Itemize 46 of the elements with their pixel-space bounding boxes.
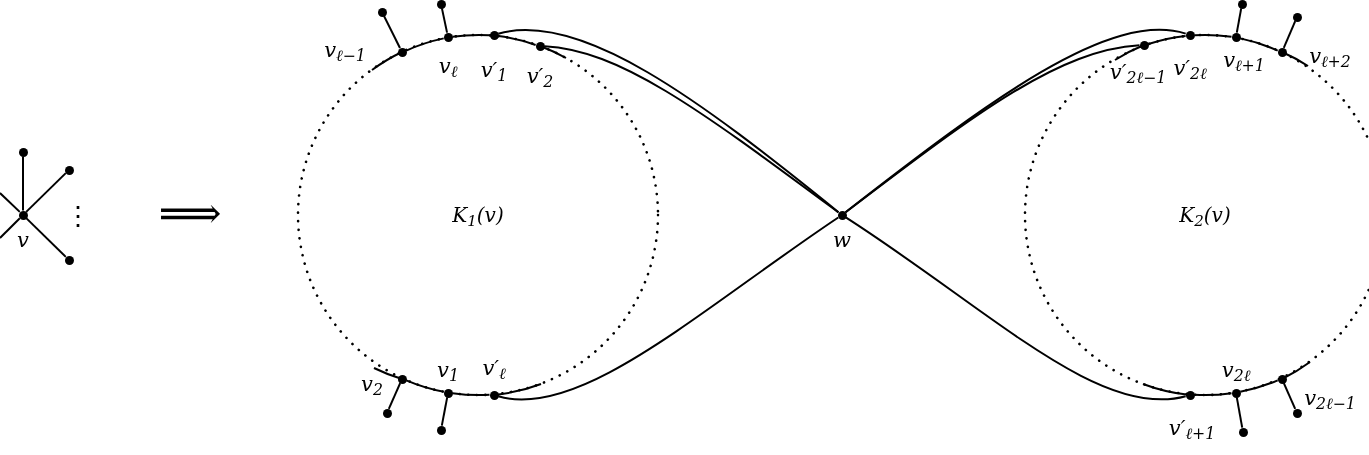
circle-label: K$_{1}$(v) (452, 202, 504, 230)
edge-line (0, 192, 21, 213)
edge-line (451, 392, 491, 397)
vertex-label: v′$_{1}$ (480, 59, 508, 81)
vertex-label: v$_{ℓ−1}$ (324, 39, 366, 61)
vertex-label: v$_{1}$ (437, 359, 459, 381)
edge-line (497, 35, 537, 46)
vertex-label: v$_{2}$ (361, 373, 383, 395)
vertex-label: v′$_{ℓ}$ (482, 357, 506, 379)
ellipsis-symbol: ⋮ (65, 203, 91, 229)
edge-line (497, 216, 840, 401)
vertex-label: v′$_{ℓ+1}$ (1168, 417, 1216, 439)
edge-line (405, 37, 445, 52)
vertex-label: v (17, 229, 29, 251)
edge-line (25, 172, 67, 213)
edge-line (1235, 7, 1243, 34)
edge-line (405, 379, 445, 393)
vertex-label: v$_{ℓ+2}$ (1309, 45, 1351, 67)
vertex-label: v$_{ℓ}$ (438, 55, 458, 77)
edge-line (0, 217, 21, 239)
edge-line (1147, 34, 1187, 46)
edge-line (383, 15, 401, 49)
vertex-label: v$_{2ℓ}$ (1221, 359, 1251, 381)
edge-line (387, 382, 402, 410)
edge-line (1282, 20, 1297, 49)
edge-line (1239, 379, 1279, 393)
circle-label: K$_{2}$(v) (1179, 202, 1231, 230)
edge-line (1282, 382, 1297, 410)
vertex-label: v$_{ℓ+1}$ (1223, 49, 1265, 71)
vertex-label: w (833, 229, 851, 251)
vertex-label: v′$_{2ℓ}$ (1173, 57, 1207, 79)
vertex-label: v$_{2ℓ−1}$ (1304, 387, 1356, 409)
vertex-label: v′$_{2}$ (526, 65, 554, 87)
edge-line (451, 33, 491, 38)
implies-symbol: ⟹ (158, 191, 222, 235)
edge-line (1193, 33, 1233, 38)
edge-line (440, 7, 449, 34)
edge-line (440, 396, 449, 427)
edge-line (1235, 396, 1244, 429)
edge-line (844, 216, 1187, 401)
edge-line (1193, 392, 1233, 397)
edge-line (844, 29, 1187, 214)
edge-line (22, 155, 24, 212)
vertex-label: v′$_{2ℓ−1}$ (1109, 61, 1167, 83)
edge-line (25, 217, 67, 258)
edge-line (543, 45, 840, 214)
